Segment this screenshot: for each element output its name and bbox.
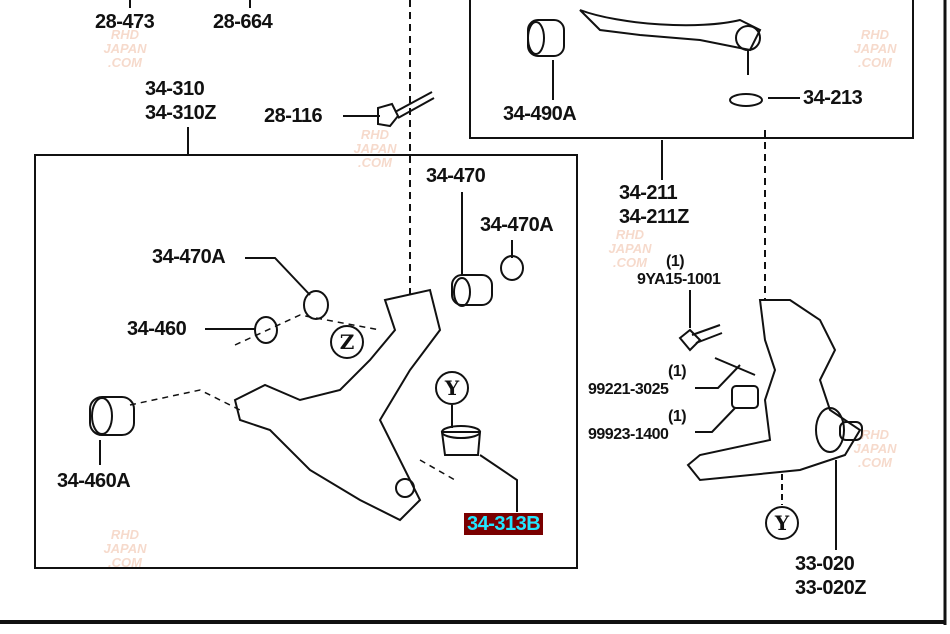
lower-arm-34-313b xyxy=(233,288,442,522)
lower-arm-group-box xyxy=(34,154,578,569)
part-label-99221-3025[interactable]: 99221-3025 xyxy=(588,381,669,398)
washer-34-460 xyxy=(254,316,278,344)
part-label-34-211z[interactable]: 34-211Z xyxy=(619,206,689,228)
part-label-34-490a[interactable]: 34-490A xyxy=(503,103,577,125)
ball-joint-boot xyxy=(440,425,482,456)
part-label-34-211[interactable]: 34-211 xyxy=(619,182,678,204)
part-label-33-020[interactable]: 33-020 xyxy=(795,553,855,575)
callout-y: Y xyxy=(435,371,469,405)
quantity-label: (1) xyxy=(668,363,687,380)
bushing-34-470 xyxy=(451,274,493,307)
washer-34-470a-r xyxy=(500,255,524,281)
part-label-34-310[interactable]: 34-310 xyxy=(145,78,205,100)
part-label-34-313b-highlighted[interactable]: 34-313B xyxy=(464,513,544,535)
part-label-34-460[interactable]: 34-460 xyxy=(127,318,187,340)
bushing-34-490a xyxy=(527,19,565,57)
part-label-28-473[interactable]: 28-473 xyxy=(95,11,155,33)
part-label-99923-1400[interactable]: 99923-1400 xyxy=(588,426,669,443)
dust-seal-34-213 xyxy=(729,93,763,107)
bolt-28-116 xyxy=(377,91,435,128)
upper-arm xyxy=(579,9,762,75)
part-label-34-310z[interactable]: 34-310Z xyxy=(145,102,217,124)
callout-z: Z xyxy=(330,325,364,359)
bolt-9ya15 xyxy=(678,324,723,352)
part-label-34-460a[interactable]: 34-460A xyxy=(57,470,131,492)
part-label-28-664[interactable]: 28-664 xyxy=(213,11,273,33)
part-label-9ya15-1001[interactable]: 9YA15-1001 xyxy=(637,271,721,288)
part-label-34-213[interactable]: 34-213 xyxy=(803,87,863,109)
bushing-34-460a xyxy=(89,396,135,436)
part-label-28-116[interactable]: 28-116 xyxy=(264,105,323,127)
cotter-pin xyxy=(714,357,756,376)
part-label-34-470a[interactable]: 34-470A xyxy=(152,246,226,268)
part-label-34-470[interactable]: 34-470 xyxy=(426,165,486,187)
quantity-label: (1) xyxy=(666,253,685,270)
part-label-34-470a[interactable]: 34-470A xyxy=(480,214,554,236)
steering-knuckle-33-020 xyxy=(686,299,863,482)
quantity-label: (1) xyxy=(668,408,687,425)
upper-arm-group-box xyxy=(469,0,914,139)
callout-y: Y xyxy=(765,506,799,540)
washer-34-470a-l xyxy=(303,290,329,320)
castle-nut xyxy=(731,385,759,409)
part-label-33-020z[interactable]: 33-020Z xyxy=(795,577,867,599)
